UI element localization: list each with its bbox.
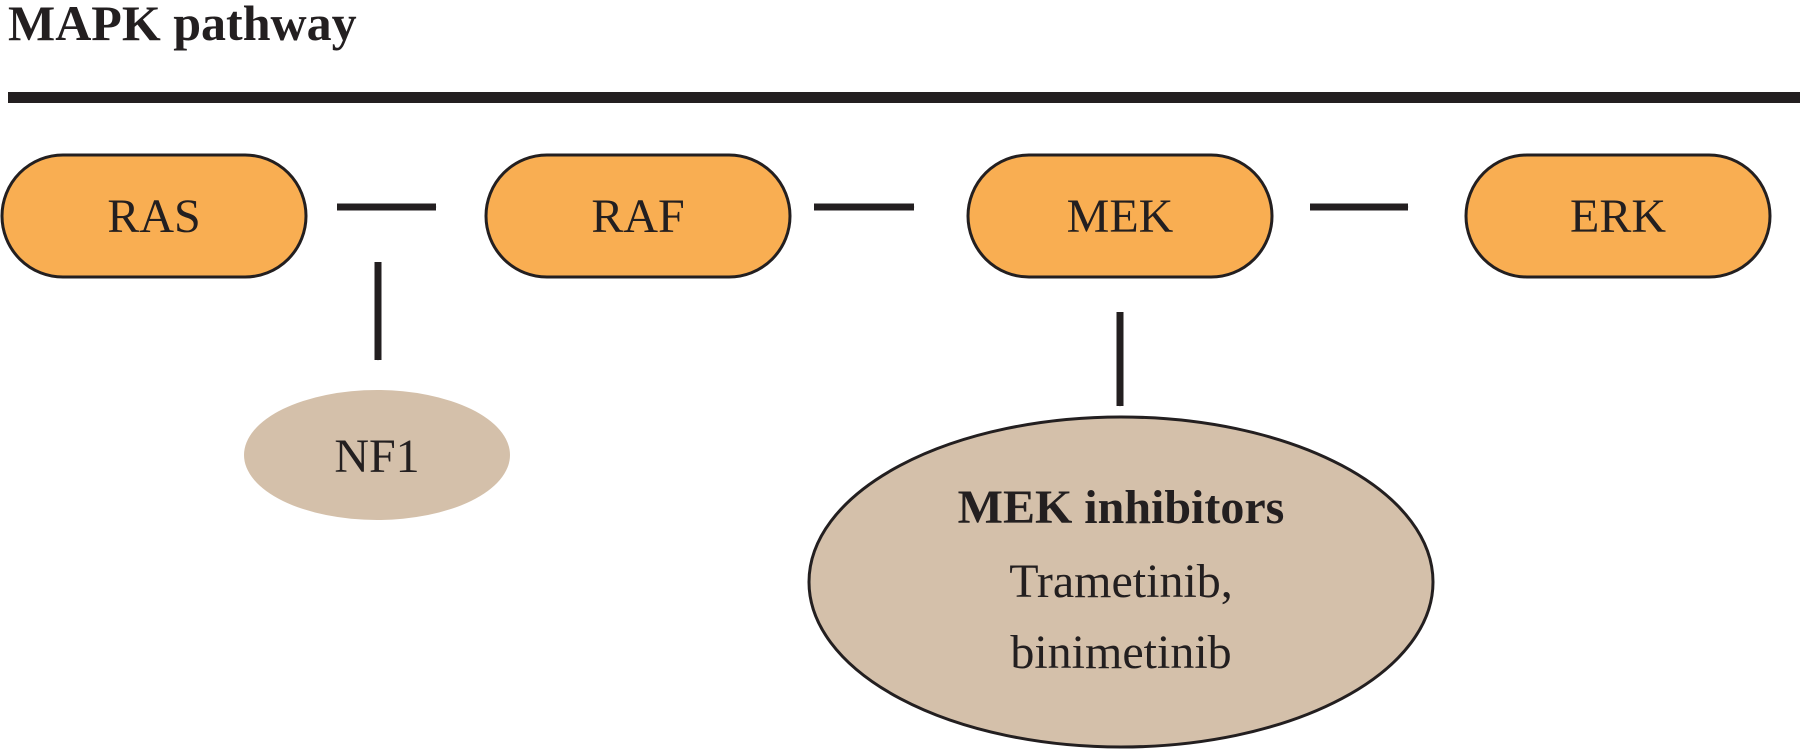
node-nf1-label: NF1 <box>334 430 419 483</box>
node-mek-label: MEK <box>1067 190 1174 243</box>
node-ras-shape <box>0 153 308 279</box>
node-ras: RAS <box>0 153 308 279</box>
title-rule <box>8 92 1800 103</box>
mek-inhibitors-drug-line-2: binimetinib <box>1010 626 1231 679</box>
node-nf1-shape <box>244 390 510 520</box>
mek-inhibitors-drug-line-1: Trametinib, <box>1009 555 1233 608</box>
node-erk: ERK <box>1464 153 1772 279</box>
node-mek-inhibitors: MEK inhibitors Trametinib, binimetinib <box>807 415 1435 749</box>
diagram-title: MAPK pathway <box>8 0 357 51</box>
node-mek: MEK <box>966 153 1274 279</box>
node-mek-inhibitors-shape <box>807 415 1435 749</box>
node-raf-label: RAF <box>591 190 684 243</box>
node-raf: RAF <box>484 153 792 279</box>
mek-inhibitors-title: MEK inhibitors <box>958 481 1285 534</box>
node-mek-shape <box>966 153 1274 279</box>
node-raf-shape <box>484 153 792 279</box>
node-erk-label: ERK <box>1570 190 1666 243</box>
node-ras-label: RAS <box>107 190 200 243</box>
node-erk-shape <box>1464 153 1772 279</box>
node-nf1: NF1 <box>244 390 510 520</box>
